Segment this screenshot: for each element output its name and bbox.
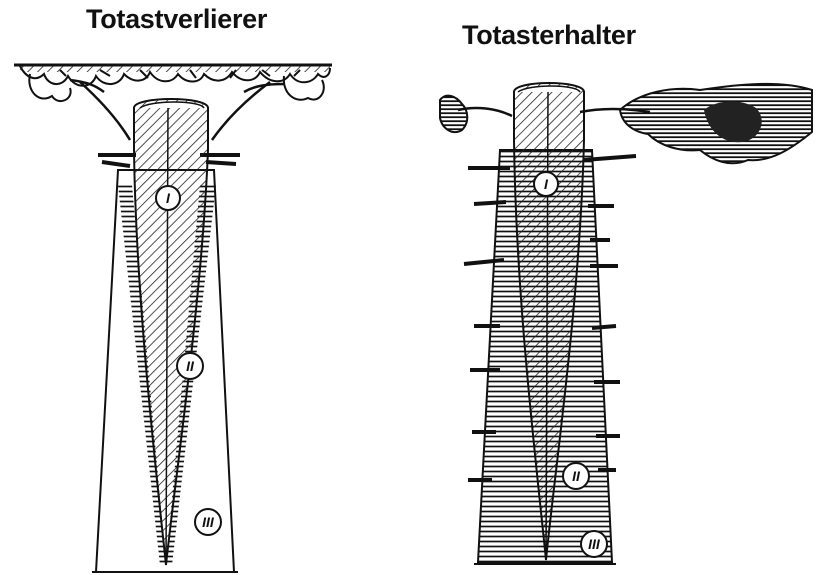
zone-label-ii-left-text: II	[186, 358, 195, 374]
zone-label-iii-right: III	[581, 531, 607, 557]
zone-label-i-left: I	[156, 186, 180, 210]
foliage-right	[440, 84, 812, 163]
zone-label-iii-right-text: III	[588, 536, 601, 552]
zone-label-i-right: I	[534, 172, 558, 196]
tree-totasterhalter: I II III	[440, 83, 812, 564]
zone-label-iii-left: III	[195, 509, 221, 535]
crown-left	[14, 65, 332, 101]
zone-label-ii-left: II	[177, 353, 203, 379]
zone-label-iii-left-text: III	[202, 514, 215, 530]
tree-totastverlierer: I II III	[14, 65, 332, 572]
zone-label-ii-right: II	[563, 463, 589, 489]
zone-label-ii-right-text: II	[572, 468, 581, 484]
